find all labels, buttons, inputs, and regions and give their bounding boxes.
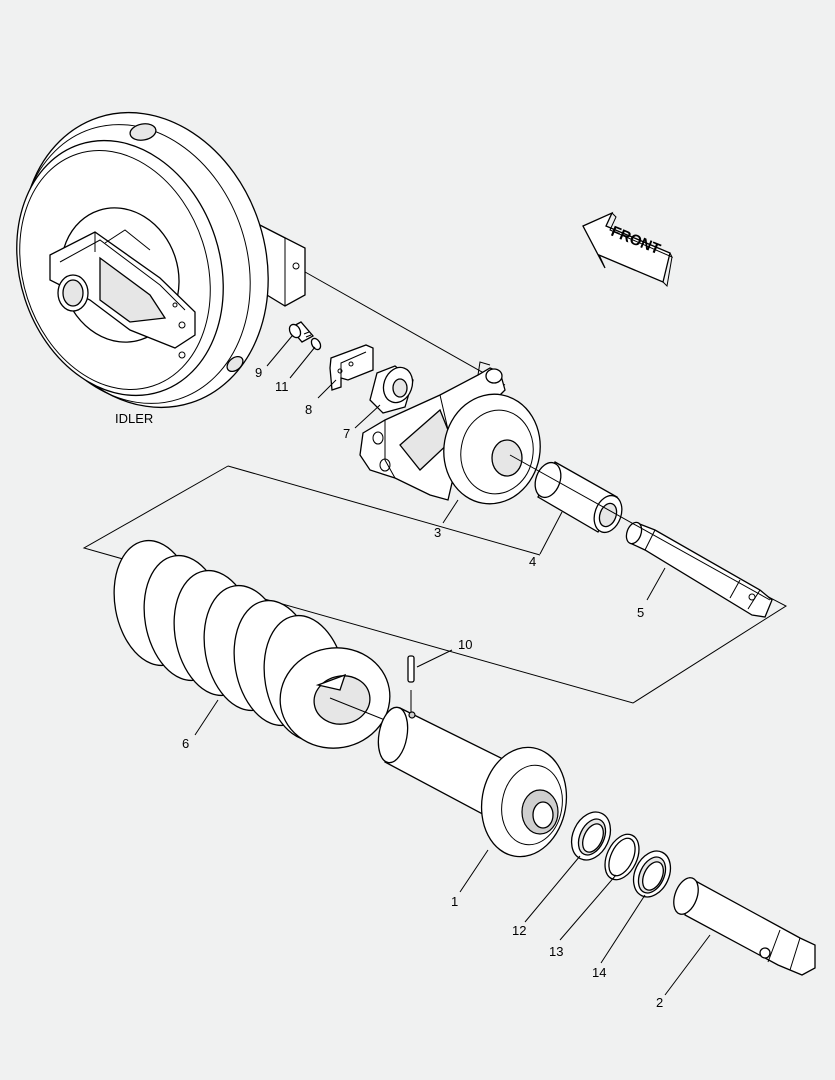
part-8-bracket xyxy=(329,344,374,391)
part-2-pin xyxy=(673,876,816,976)
idler-label: IDLER xyxy=(115,411,153,426)
part-7-nut xyxy=(369,365,414,414)
part-6-spring xyxy=(113,539,391,749)
label-14: 14 xyxy=(592,965,606,980)
label-4: 4 xyxy=(529,554,536,569)
label-12: 12 xyxy=(512,923,526,938)
label-8: 8 xyxy=(305,402,312,417)
part-1-cylinder xyxy=(377,706,568,858)
assembly-outline xyxy=(82,267,788,704)
part-12-seal xyxy=(570,811,612,861)
label-2: 2 xyxy=(656,995,663,1010)
label-6: 6 xyxy=(182,736,189,751)
label-3: 3 xyxy=(434,525,441,540)
label-9: 9 xyxy=(255,365,262,380)
leader-lines xyxy=(194,335,711,996)
part-10-pin xyxy=(407,655,415,683)
label-11: 11 xyxy=(275,379,289,394)
label-13: 13 xyxy=(549,944,563,959)
part-13-oring xyxy=(604,833,640,881)
part-5-pin xyxy=(625,521,773,618)
label-5: 5 xyxy=(637,605,644,620)
label-10: 10 xyxy=(458,637,472,652)
part-14-seal xyxy=(632,850,672,898)
front-arrow-icon: FRONT xyxy=(582,211,674,288)
idler-wheel xyxy=(16,111,306,409)
part-11-washer xyxy=(310,337,322,351)
part-9-bolt xyxy=(288,321,315,343)
label-1: 1 xyxy=(451,894,458,909)
label-7: 7 xyxy=(343,426,350,441)
part-4-bushing xyxy=(534,461,623,534)
part-3-yoke xyxy=(359,361,541,505)
